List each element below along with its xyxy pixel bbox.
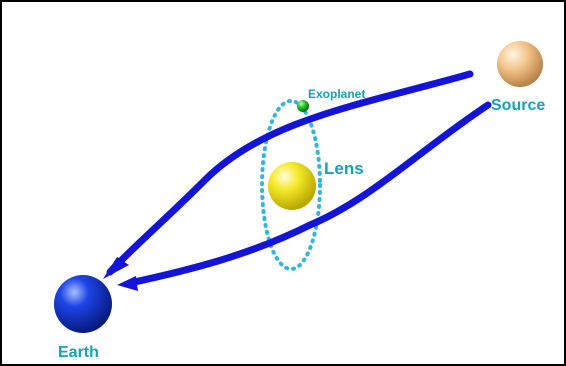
upper-ray-arrowhead [103, 257, 129, 279]
source-label: Source [491, 97, 545, 114]
exoplanet-label: Exoplanet [308, 87, 365, 101]
lower-ray-arrowhead [117, 276, 138, 291]
lens-label: Lens [324, 159, 364, 178]
exoplanet [297, 100, 309, 112]
earth [54, 275, 112, 333]
lens-star [268, 162, 316, 210]
upper-light-ray [106, 70, 474, 276]
exoplanet-orbit [260, 99, 322, 271]
lower-light-ray [126, 101, 492, 287]
source-star [497, 41, 543, 87]
earth-label: Earth [58, 344, 99, 361]
